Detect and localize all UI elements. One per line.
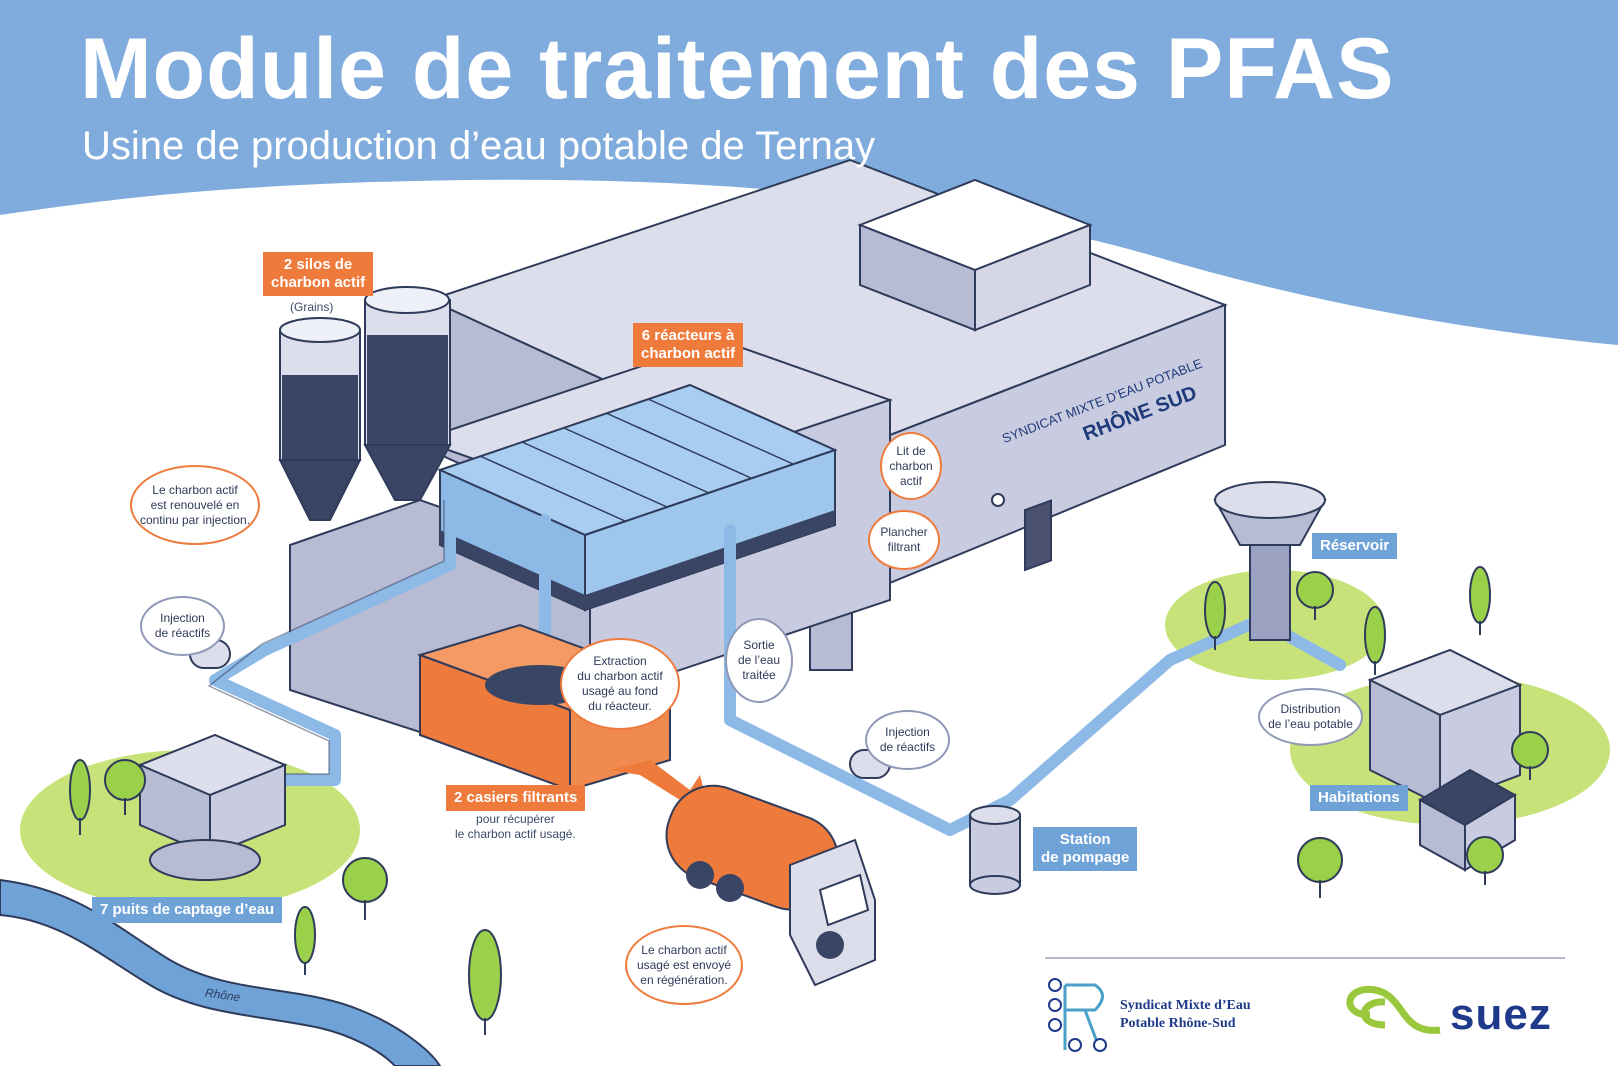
label-station: Station de pompage [1033,827,1138,871]
bubble-sortie: Sortie de l’eau traitée [725,618,793,703]
sky-band [0,0,1618,345]
silos [278,286,452,521]
homes [1367,648,1523,872]
syndicat-logo-text: Syndicat Mixte d’Eau Potable Rhône-Sud [1120,998,1251,1031]
door [1024,499,1052,572]
bubble-distribution: Distribution de l’eau potable [1258,688,1363,746]
syndicat-logo [1048,978,1107,1052]
label-reactors: 6 réacteurs à charbon actif [633,323,744,367]
label-silos: 2 silos de charbon actif [263,252,374,296]
page-subtitle: Usine de production d’eau potable de Ter… [82,124,876,168]
page-title: Module de traitement des PFAS [80,21,1395,117]
bubble-renewed: Le charbon actif est renouvelé en contin… [130,465,260,545]
pipe-outlines [207,500,445,775]
note-silos: (Grains) [290,300,334,314]
label-puits: 7 puits de captage d’eau [92,897,283,923]
bubble-plancher: Plancher filtrant [868,510,940,570]
label-reservoir: Réservoir [1312,533,1398,559]
well-house [137,733,288,881]
label-habitations: Habitations [1310,785,1408,811]
note-casiers: pour récupérer le charbon actif usagé. [455,812,576,841]
bubble-injection-1: Injection de réactifs [140,596,225,656]
trees [69,566,1549,1035]
bubble-lit: Lit de charbon actif [880,432,942,500]
suez-logo-mark [1346,985,1441,1034]
river [0,878,442,1066]
reactor-hall [289,338,894,747]
bubble-injection-2: Injection de réactifs [865,710,950,770]
bubble-regeneration: Le charbon actif usagé est envoyé en rég… [625,925,743,1005]
pumping-station [969,805,1021,895]
bubble-extraction: Extraction du charbon actif usagé au fon… [560,638,680,730]
tanker-truck [665,784,876,987]
label-casiers: 2 casiers filtrants [446,785,586,811]
water-tower [1213,481,1327,641]
suez-logo-text: suez [1450,990,1552,1039]
